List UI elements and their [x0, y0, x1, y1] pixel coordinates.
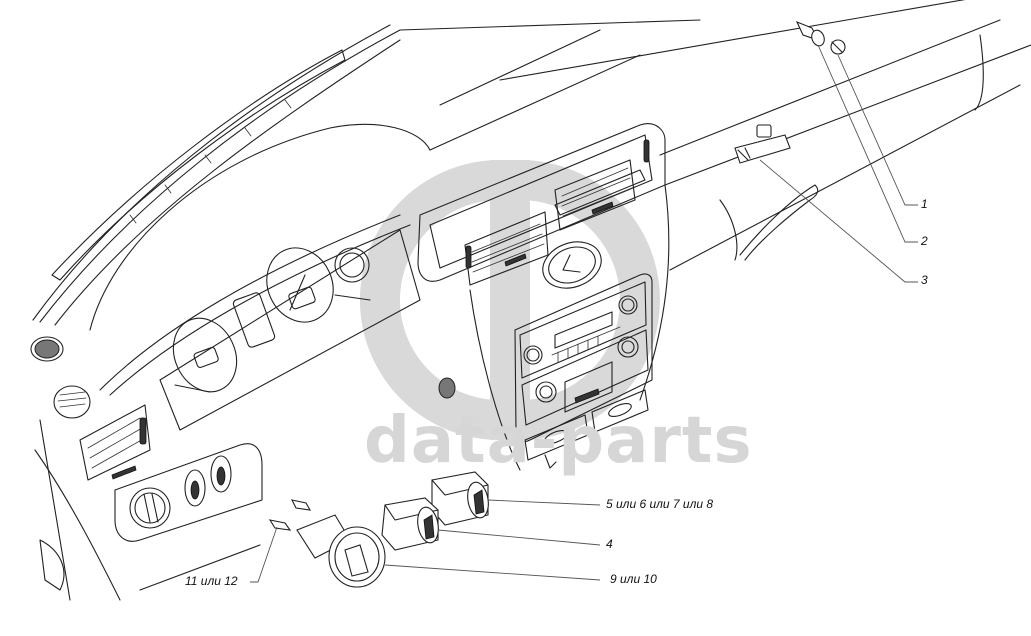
part-2-socket [795, 20, 825, 47]
leader-2 [817, 44, 918, 243]
callout-2: 2 [921, 234, 928, 248]
passenger-dashboard [399, 0, 1031, 271]
center-console [417, 123, 670, 471]
instrument-cluster [159, 229, 421, 431]
left-switch-panel [114, 443, 263, 542]
leader-lines [250, 44, 918, 583]
part-1-bulb [830, 39, 846, 55]
leader-11-12 [250, 526, 278, 583]
part-5-8-switch [431, 471, 489, 526]
defroster-rail [32, 24, 401, 326]
leader-1 [837, 54, 918, 206]
leader-5-8 [487, 499, 601, 506]
callout-5-8: 5 или 6 или 7 или 8 [606, 497, 714, 511]
radio-hvac-unit [514, 273, 653, 469]
callout-9-10: 9 или 10 [610, 572, 657, 586]
callout-3: 3 [921, 273, 928, 287]
left-lower-panel [34, 419, 261, 601]
speaker-grille [438, 377, 456, 399]
left-vents [30, 336, 151, 481]
part-11-12-bulbs [268, 499, 312, 531]
callout-1: 1 [921, 197, 928, 211]
instrument-cluster-hood [89, 123, 431, 396]
leader-4 [437, 529, 601, 546]
callout-4: 4 [606, 537, 613, 551]
callout-11-12: 11 или 12 [185, 574, 238, 588]
part-9-10-headlight-switch [296, 514, 386, 588]
leader-3 [759, 159, 918, 283]
watermark-text: data-parts [364, 404, 753, 478]
part-4-switch [381, 497, 439, 551]
part-3-glovebox-lamp [734, 124, 791, 164]
leader-9-10 [384, 564, 601, 581]
